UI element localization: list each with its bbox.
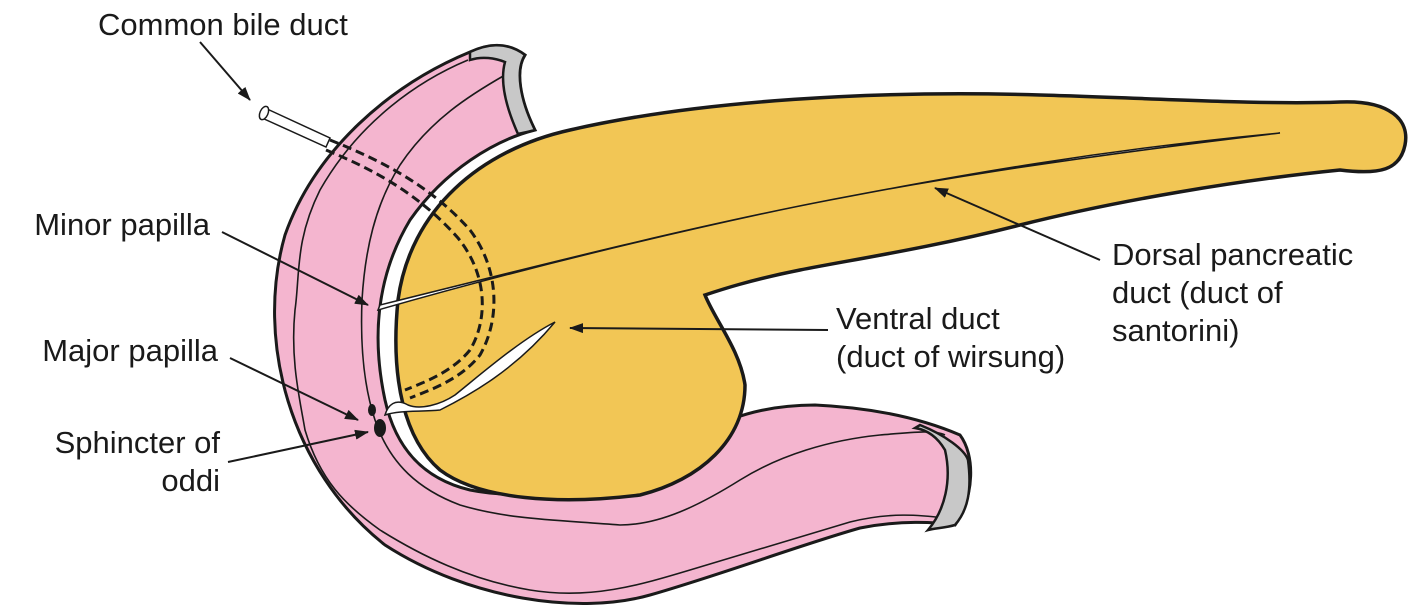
pancreas — [394, 92, 1408, 502]
label-sphincter-of-oddi: Sphincter of oddi — [54, 425, 220, 498]
major-papilla-dot — [368, 404, 376, 416]
common-bile-duct-dashed-2 — [325, 148, 484, 392]
duodenum-mucosa-outer — [292, 59, 946, 595]
duodenum-cut-end-bottom — [911, 423, 971, 533]
label-common-bile-duct: Common bile duct — [98, 7, 348, 42]
arrow-major-papilla — [229, 357, 359, 421]
label-dorsal-pancreatic-duct: Dorsal pancreatic duct (duct of santorin… — [1112, 237, 1354, 348]
label-major-papilla: Major papilla — [42, 333, 218, 368]
arrow-dorsal-duct — [934, 187, 1101, 261]
arrow-ventral-duct — [569, 323, 829, 334]
label-minor-papilla: Minor papilla — [34, 207, 210, 242]
sphincter-of-oddi-dot — [374, 419, 386, 437]
arrow-minor-papilla — [221, 231, 369, 306]
label-ventral-duct: Ventral duct (duct of wirsung) — [836, 301, 1066, 374]
ventral-duct — [383, 321, 556, 417]
arrow-sphincter-of-oddi — [227, 429, 369, 463]
duodenum-mucosa-inner — [360, 74, 946, 526]
arrow-common-bile-duct — [199, 41, 251, 101]
common-bile-duct-opening — [258, 105, 270, 121]
common-bile-duct-dashed-1 — [329, 138, 496, 400]
duodenum-cut-end-top — [468, 44, 537, 136]
dorsal-pancreatic-duct — [376, 132, 1281, 312]
duodenum — [273, 43, 973, 605]
common-bile-duct-tube — [261, 106, 331, 148]
